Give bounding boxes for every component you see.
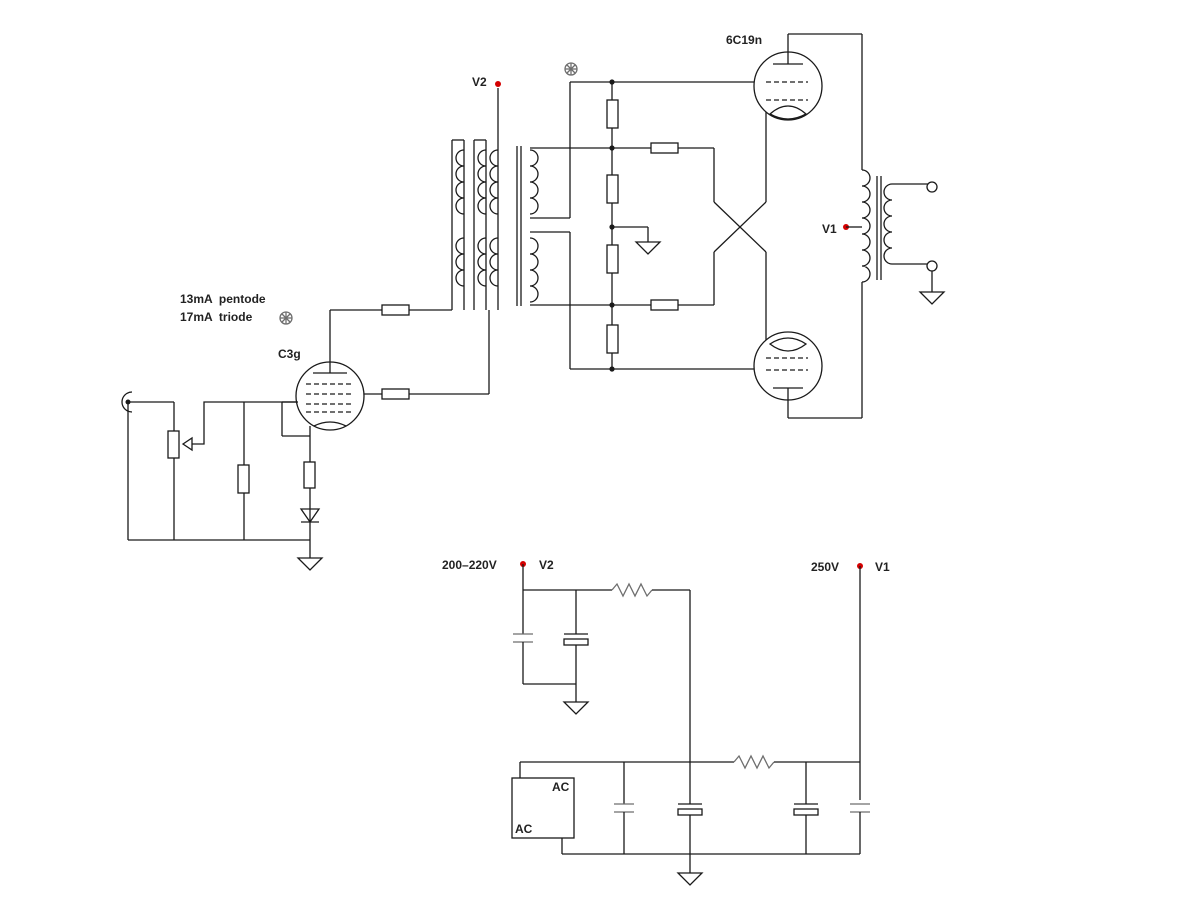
supply-v1-name-label: V1 xyxy=(875,560,890,574)
snowflake-icon xyxy=(279,311,293,325)
output-tube-upper xyxy=(753,51,823,121)
speaker-ground-terminal[interactable] xyxy=(926,260,938,272)
cathode-diode xyxy=(299,508,321,524)
v1-tap-label: V1 xyxy=(822,222,837,236)
plate-stopper-resistor xyxy=(381,304,410,316)
input-ground-symbol xyxy=(296,557,324,571)
input-stage xyxy=(121,391,324,571)
driver-tube-label: C3g xyxy=(278,347,301,361)
cathode-resistor xyxy=(303,461,316,489)
bias-ground-symbol xyxy=(634,241,662,255)
driver-tube-c3g xyxy=(281,304,489,540)
output-ground-symbol xyxy=(918,291,946,305)
snowflake-icon xyxy=(564,62,578,76)
interstage-transformer xyxy=(451,82,612,394)
triode-current-label: 17mA triode xyxy=(180,310,253,324)
v2-rail-dot xyxy=(495,81,501,87)
v2-ground-symbol xyxy=(562,701,590,715)
output-tube-lower xyxy=(753,331,823,418)
grid-resistor xyxy=(237,464,250,494)
pentode-current-label: 13mA pentode xyxy=(180,292,266,306)
speaker-output-terminal[interactable] xyxy=(926,181,938,193)
ac-input-bottom-label: AC xyxy=(515,822,533,836)
v1-filter-resistor xyxy=(733,754,775,770)
supply-v1-voltage-label: 250V xyxy=(811,560,839,574)
screen-resistor xyxy=(381,388,410,400)
supply-ground-symbol xyxy=(676,872,704,886)
output-tube-label: 6C19n xyxy=(726,33,762,47)
supply-v2-voltage-label: 200–220V xyxy=(442,558,497,572)
output-transformer xyxy=(787,33,946,419)
rectifier-bridge xyxy=(511,777,575,839)
ac-input-top-label: AC xyxy=(552,780,570,794)
pot-wiper-arrow xyxy=(181,401,298,452)
supply-v2-name-label: V2 xyxy=(539,558,554,572)
v2-dropping-resistor xyxy=(611,582,653,598)
bias-network xyxy=(570,79,767,372)
power-supply xyxy=(511,561,870,886)
volume-potentiometer xyxy=(167,430,180,459)
v2-rail-label: V2 xyxy=(472,75,487,89)
